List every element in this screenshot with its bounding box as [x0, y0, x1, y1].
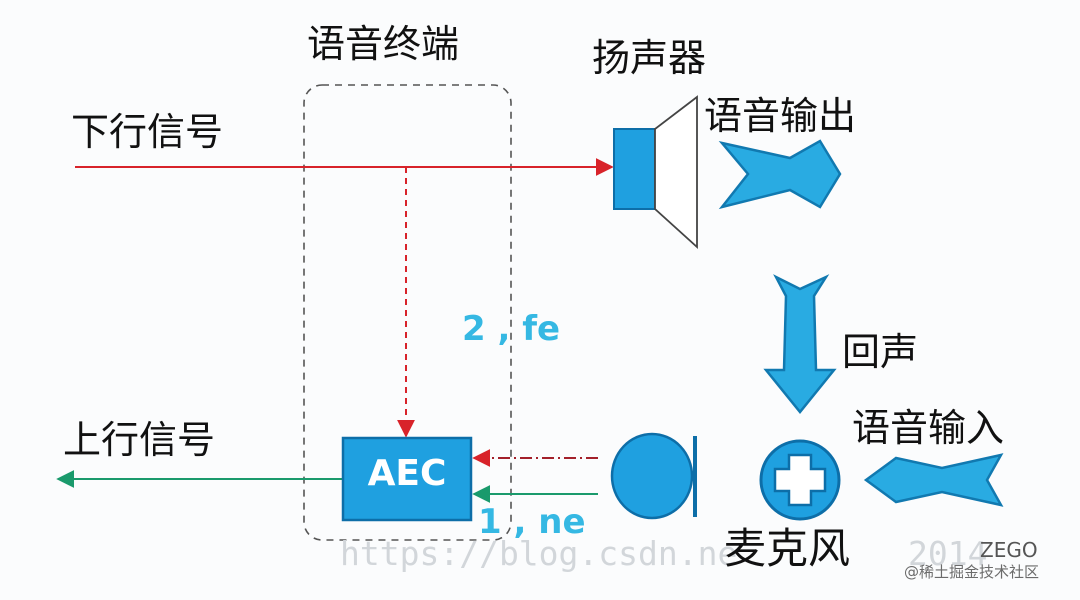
- voice-input-label: 语音输入: [852, 406, 1005, 450]
- terminal-boundary: [303, 84, 512, 541]
- mixer-plus-icon: [759, 439, 841, 521]
- watermark-fragment: 2014: [908, 534, 988, 573]
- terminal-label: 语音终端: [307, 22, 460, 66]
- near-end-signal-label: 1 , ne: [478, 502, 586, 542]
- far-end-signal-label: 2 , fe: [462, 309, 561, 349]
- echo-arrow-icon: [763, 274, 837, 414]
- aec-block: [341, 436, 473, 522]
- microphone-icon: [610, 432, 697, 520]
- watermark-url: https://blog.csdn.ne: [340, 534, 738, 573]
- microphone-label: 麦克风: [724, 524, 851, 573]
- echo-label: 回声: [842, 330, 919, 374]
- voice-output-arrow-icon: [718, 139, 842, 210]
- aec-label: AEC: [367, 453, 447, 494]
- watermark-credit: @稀土掘金技术社区: [904, 563, 1040, 581]
- speaker-icon: [613, 95, 698, 250]
- downlink-label: 下行信号: [71, 110, 224, 154]
- speaker-label: 扬声器: [592, 36, 707, 80]
- voice-output-label: 语音输出: [704, 94, 857, 138]
- voice-input-arrow-icon: [863, 453, 1004, 507]
- uplink-label: 上行信号: [63, 418, 216, 462]
- watermark-brand: ZEGO: [980, 538, 1038, 562]
